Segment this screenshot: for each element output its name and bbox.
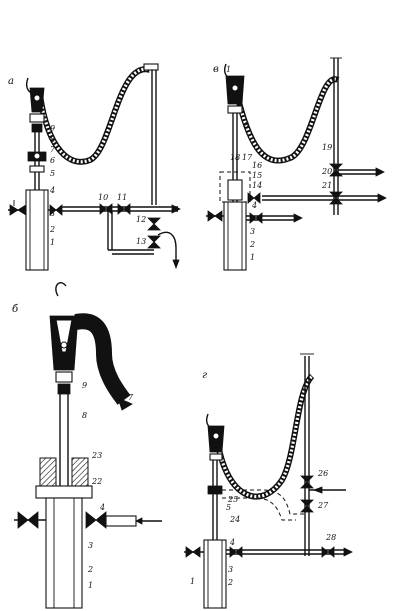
- panel-a-labels: 9 8 7 6 5 4 3 2 1 10 11 12 13: [49, 124, 146, 247]
- label-v-16: 16: [252, 161, 262, 170]
- panel-a: а: [8, 63, 181, 271]
- label-v-1: 1: [250, 253, 255, 262]
- label-v-17: 17: [242, 153, 253, 162]
- label-v-19: 19: [322, 143, 332, 152]
- label-g-3: 3: [228, 565, 233, 574]
- label-v-1-top: 1: [226, 65, 231, 74]
- panel-b-label: б: [12, 304, 19, 315]
- label-a-2: 2: [49, 225, 55, 234]
- panel-a-label: а: [8, 76, 14, 87]
- label-a-5: 5: [50, 169, 55, 178]
- label-a-12: 12: [136, 215, 146, 224]
- label-v-21: 21: [321, 181, 332, 190]
- label-b-3: 3: [88, 541, 93, 550]
- label-b-4: 4: [99, 503, 105, 512]
- label-v-15: 15: [252, 171, 262, 180]
- label-v-18: 18: [230, 153, 240, 162]
- label-v-4: 4: [251, 201, 257, 210]
- label-a-1: 1: [50, 238, 55, 247]
- label-b-23: 23: [91, 451, 102, 460]
- label-a-4: 4: [49, 186, 55, 195]
- label-v-2: 2: [249, 240, 255, 249]
- panel-b: б 9 7 8 23 22: [12, 282, 162, 609]
- label-b-8: 8: [82, 411, 87, 420]
- panel-g-label: г: [202, 370, 207, 381]
- panel-v-labels: 1 8 19 18 17 16 15 14 4 3 2 1 20 21: [226, 65, 332, 262]
- label-b-22: 22: [91, 477, 102, 486]
- label-a-10: 10: [98, 193, 108, 202]
- panel-b-labels: 9 7 8 23 22 4 3 2 1: [82, 381, 134, 590]
- panel-v-label: в: [213, 64, 219, 75]
- panel-g: г: [184, 353, 353, 609]
- label-a-11: 11: [117, 193, 127, 202]
- label-b-7: 7: [128, 393, 134, 402]
- label-g-4: 4: [229, 538, 235, 547]
- panel-g-labels: 26 25 27 24 5 4 3 2 1 28: [190, 469, 336, 587]
- label-a-13: 13: [136, 237, 146, 246]
- label-a-7: 7: [50, 145, 56, 154]
- label-g-28: 28: [325, 533, 336, 542]
- label-a-6: 6: [50, 156, 55, 165]
- label-v-8: 8: [244, 121, 249, 130]
- label-g-2: 2: [227, 578, 233, 587]
- label-b-9: 9: [82, 381, 87, 390]
- label-g-5: 5: [226, 503, 231, 512]
- label-b-2: 2: [87, 565, 93, 574]
- label-a-3: 3: [50, 209, 55, 218]
- label-g-26: 26: [317, 469, 328, 478]
- label-g-24: 24: [229, 515, 240, 524]
- label-v-14: 14: [252, 181, 262, 190]
- label-a-8: 8: [50, 135, 55, 144]
- label-v-20: 20: [321, 167, 332, 176]
- label-g-27: 27: [317, 501, 329, 510]
- panel-v: в: [206, 57, 387, 271]
- label-g-1: 1: [190, 577, 195, 586]
- label-b-1: 1: [88, 581, 93, 590]
- label-a-9: 9: [50, 124, 55, 133]
- label-g-25: 25: [227, 495, 238, 504]
- label-v-3: 3: [250, 227, 255, 236]
